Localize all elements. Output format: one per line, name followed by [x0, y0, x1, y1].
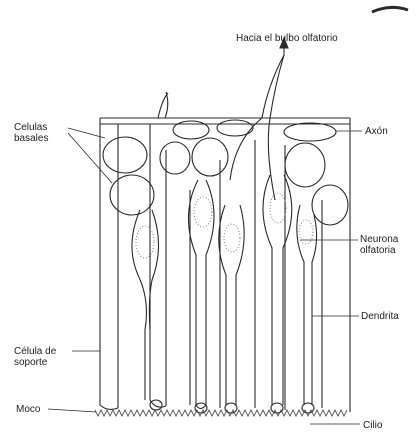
basal-cells	[103, 120, 348, 225]
label-cilium: Cilio	[363, 420, 382, 431]
leader-mucus	[48, 409, 96, 412]
label-support-line2: soporte	[14, 357, 56, 368]
label-axon: Axón	[365, 126, 388, 137]
axons	[158, 38, 288, 200]
label-neuron-line1: Neurona	[360, 234, 398, 245]
label-mucus: Moco	[16, 404, 40, 415]
corner-stroke	[372, 7, 408, 12]
label-basal-cells: Celulas basales	[14, 122, 48, 144]
olfactory-neurons	[132, 175, 317, 409]
label-olfactory-neuron: Neurona olfatoria	[360, 234, 398, 256]
label-dendrite: Dendrita	[361, 311, 399, 322]
neuron-nuclei	[136, 193, 313, 258]
mucus-fringe	[95, 410, 347, 416]
label-basal-cells-line1: Celulas	[14, 122, 48, 133]
label-support-cell: Célula de soporte	[14, 346, 56, 368]
label-to-olfactory-bulb: Hacia el bulbo olfatorio	[236, 33, 338, 44]
label-neuron-line2: olfatoria	[360, 245, 398, 256]
label-support-line1: Célula de	[14, 346, 56, 357]
leader-lines	[48, 128, 362, 424]
label-basal-cells-line2: basales	[14, 133, 48, 144]
leader-basal-2	[68, 133, 112, 183]
